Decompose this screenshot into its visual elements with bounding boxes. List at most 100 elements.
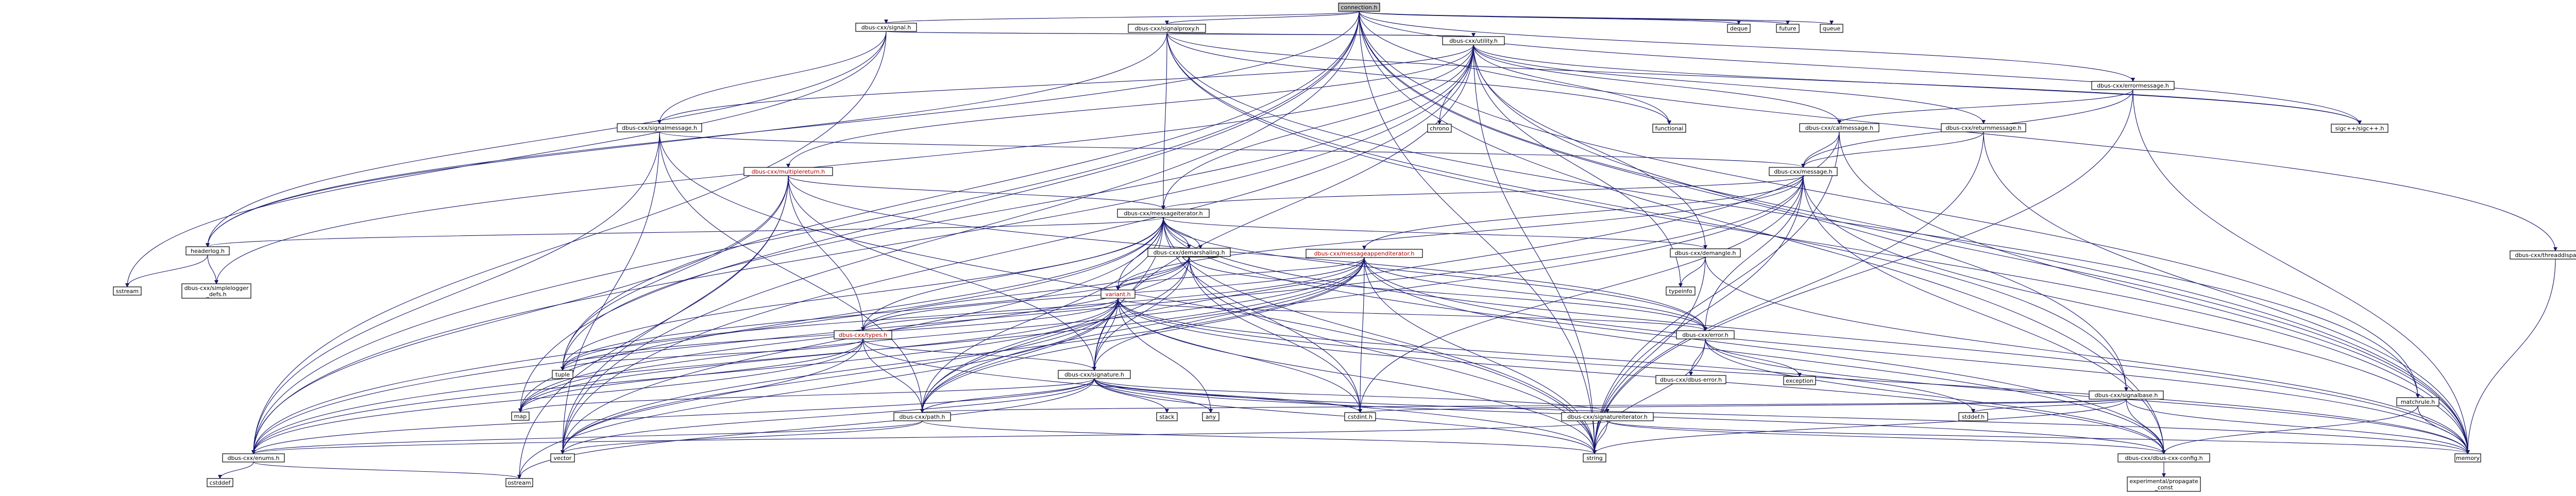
- node-label: future: [1779, 25, 1796, 32]
- node-box: [1128, 24, 1206, 33]
- node-box: [2127, 476, 2201, 492]
- node-variant_h[interactable]: variant.h: [1100, 289, 1136, 299]
- edge-signalproxy_h-to-headerlog_h: [206, 32, 1167, 247]
- node-signalproxy_h[interactable]: dbus-cxx/signalproxy.h: [1128, 24, 1206, 33]
- node-label: headerlog.h: [191, 248, 225, 254]
- edge-error_h-to-string: [1592, 338, 1706, 454]
- node-utility_h[interactable]: dbus-cxx/utility.h: [1442, 36, 1505, 45]
- edge-path_h-to-vector: [561, 420, 923, 454]
- edge-signal_h-to-sstream: [125, 31, 887, 287]
- node-signal_h[interactable]: dbus-cxx/signal.h: [855, 23, 917, 32]
- edge-signature_h-to-signatureiterator_h: [1094, 378, 1609, 413]
- node-errormessage_h[interactable]: dbus-cxx/errormessage.h: [2091, 81, 2175, 90]
- edge-messageappenditerator_h-to-signature_h: [1092, 257, 1365, 371]
- edge-variant_h-to-stddef_h: [1117, 298, 1975, 413]
- edge-connection_h-to-signal_h: [884, 11, 1360, 24]
- node-demarshaling_h[interactable]: dbus-cxx/demarshaling.h: [1147, 248, 1231, 257]
- node-box: [834, 330, 892, 339]
- node-types_h[interactable]: dbus-cxx/types.h: [834, 330, 892, 339]
- edge-returnmessage_h-to-string: [1592, 131, 1984, 454]
- edge-enums_h-to-cstddef: [218, 461, 254, 479]
- edge-signatureiterator_h-to-memory: [1607, 420, 2470, 454]
- node-box: [1156, 412, 1178, 421]
- edge-message_h-to-messageappenditerator_h: [1362, 175, 1804, 250]
- edge-messageappenditerator_h-to-memory: [1364, 257, 2470, 454]
- node-signalmessage_h[interactable]: dbus-cxx/signalmessage.h: [617, 123, 702, 132]
- node-demangle_h[interactable]: dbus-cxx/demangle.h: [1670, 248, 1741, 258]
- edge-connection_h-to-sigc_h: [1359, 11, 2362, 125]
- node-signalbase_h[interactable]: dbus-cxx/signalbase.h: [2089, 390, 2164, 400]
- edge-connection_h-to-matchrule_h: [1359, 11, 2420, 398]
- node-multiplereturn_h[interactable]: dbus-cxx/multiplereturn.h: [743, 167, 833, 176]
- edge-variant_h-to-ostream: [517, 298, 1118, 479]
- node-box: [2454, 453, 2481, 463]
- node-threaddispatcher_h[interactable]: dbus-cxx/threaddispatcher.h: [2510, 250, 2576, 260]
- node-simplelogger_h[interactable]: dbus-cxx/simplelogger_defs.h: [181, 283, 251, 299]
- edge-messageiterator_h-to-headerlog_h: [206, 217, 1164, 247]
- edge-connection_h-to-dbuscxxconfig_h: [1359, 11, 2166, 454]
- node-headerlog_h[interactable]: headerlog.h: [185, 246, 230, 255]
- node-enums_h[interactable]: dbus-cxx/enums.h: [222, 453, 285, 463]
- node-box: [185, 246, 230, 255]
- node-box: [222, 453, 285, 463]
- node-box: [1652, 124, 1686, 133]
- node-matchrule_h[interactable]: matchrule.h: [2396, 397, 2439, 406]
- edge-messageappenditerator_h-to-vector: [561, 257, 1365, 454]
- edge-messageappenditerator_h-to-dbuscxxconfig_h: [1364, 257, 2166, 454]
- node-label: _const: [2154, 484, 2173, 491]
- edge-signalproxy_h-to-functional: [1166, 32, 1671, 125]
- node-error_h[interactable]: dbus-cxx/error.h: [1676, 330, 1735, 339]
- edge-signalproxy_h-to-sigc_h: [1166, 32, 2362, 125]
- edge-path_h-to-enums_h: [251, 420, 923, 454]
- node-sstream: sstream: [113, 286, 142, 296]
- edge-utility_h-to-callmessage_h: [1473, 44, 1841, 124]
- edge-signalbase_h-to-memory: [2126, 399, 2470, 454]
- node-label: tuple: [555, 371, 570, 378]
- edge-variant_h-to-map: [518, 298, 1118, 413]
- node-path_h[interactable]: dbus-cxx/path.h: [893, 412, 951, 421]
- node-callmessage_h[interactable]: dbus-cxx/callmessage.h: [1799, 123, 1879, 132]
- edge-threaddispatcher_h-to-memory: [2466, 259, 2556, 454]
- edge-demarshaling_h-to-types_h: [861, 256, 1190, 331]
- node-box: [1306, 249, 1423, 258]
- edge-matchrule_h-to-dbuscxxconfig_h: [2162, 405, 2418, 454]
- node-signatureiterator_h[interactable]: dbus-cxx/signatureiterator.h: [1561, 412, 1654, 421]
- node-connection_h[interactable]: connection.h: [1338, 3, 1380, 12]
- edge-connection_h-to-queue: [1359, 11, 1834, 25]
- node-returnmessage_h[interactable]: dbus-cxx/returnmessage.h: [1941, 123, 2026, 132]
- edge-multiplereturn_h-to-types_h: [788, 175, 865, 331]
- edge-path_h-to-string: [922, 420, 1597, 454]
- node-sigc_h: sigc++/sigc++.h: [2331, 124, 2388, 133]
- node-stack: stack: [1156, 412, 1178, 421]
- node-signature_h[interactable]: dbus-cxx/signature.h: [1058, 370, 1131, 379]
- edge-variant_h-to-error_h: [1117, 298, 1707, 331]
- edge-multiplereturn_h-to-enums_h: [251, 175, 789, 454]
- edge-signalbase_h-to-cstdint: [1358, 399, 2127, 413]
- node-messageiterator_h[interactable]: dbus-cxx/messageiterator.h: [1117, 209, 1210, 218]
- edge-message_h-to-dbuscxxconfig_h: [1803, 175, 2166, 454]
- node-box: [550, 453, 575, 463]
- edge-utility_h-to-memory: [1473, 44, 2470, 454]
- node-message_h[interactable]: dbus-cxx/message.h: [1769, 167, 1838, 176]
- edge-connection_h-to-deque: [1359, 11, 1741, 25]
- node-dbuscxxconfig_h[interactable]: dbus-cxx/dbus-cxx-config.h: [2117, 453, 2210, 463]
- node-label: stack: [1159, 414, 1175, 420]
- node-label: dbus-cxx/signalmessage.h: [622, 125, 697, 131]
- edge-signatureiterator_h-to-dbuscxxconfig_h: [1607, 420, 2166, 454]
- node-typeinfo: typeinfo: [1666, 286, 1696, 296]
- edge-variant_h-to-path_h: [920, 298, 1118, 413]
- edge-messageappenditerator_h-to-map: [518, 257, 1365, 413]
- edge-message_h-to-memory: [1803, 175, 2470, 454]
- edge-message_h-to-cstdint: [1358, 175, 1804, 413]
- node-messageappenditerator_h[interactable]: dbus-cxx/messageappenditerator.h: [1306, 249, 1423, 258]
- edge-callmessage_h-to-string: [1592, 131, 1840, 454]
- node-box: [2396, 397, 2439, 406]
- edge-message_h-to-string: [1592, 175, 1804, 454]
- node-label: dbus-cxx/signatureiterator.h: [1567, 414, 1648, 420]
- node-label: cstdint.h: [1348, 414, 1372, 420]
- edge-messageappenditerator_h-to-tuple: [561, 257, 1365, 371]
- edge-variant_h-to-string: [1117, 298, 1597, 454]
- edge-signalbase_h-to-path_h: [921, 399, 2127, 413]
- edge-signature_h-to-ostream: [517, 378, 1095, 479]
- node-dbuserror_h[interactable]: dbus-cxx/dbus-error.h: [1655, 375, 1726, 384]
